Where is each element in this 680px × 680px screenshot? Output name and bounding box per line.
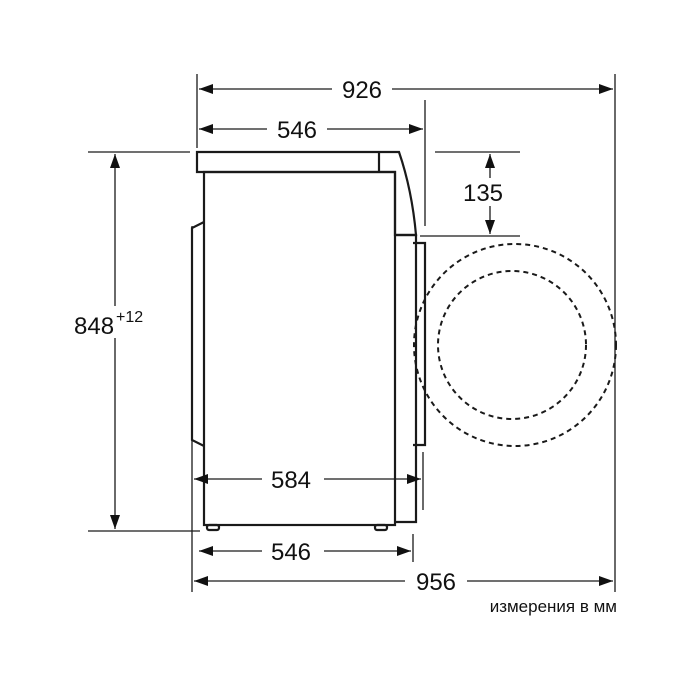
dimension-956: 956 bbox=[194, 566, 613, 596]
door-open-outer bbox=[413, 243, 617, 447]
top-panel bbox=[195, 150, 418, 237]
cabinet-body bbox=[202, 170, 397, 527]
door-open-inner bbox=[437, 270, 587, 420]
label-135: 135 bbox=[463, 180, 503, 207]
side-panel bbox=[395, 233, 418, 524]
units-note: измерения в мм bbox=[490, 597, 617, 616]
label-546-bottom: 546 bbox=[271, 539, 311, 566]
washing-machine-side-view bbox=[190, 150, 617, 532]
label-926: 926 bbox=[342, 77, 382, 104]
label-546-top: 546 bbox=[277, 117, 317, 144]
label-848-tolerance: +12 bbox=[116, 309, 143, 326]
foot-left bbox=[205, 523, 221, 532]
dimension-926: 926 bbox=[199, 74, 613, 104]
dimension-546-top: 546 bbox=[199, 114, 423, 144]
label-584: 584 bbox=[271, 467, 311, 494]
label-848: 848 bbox=[74, 313, 114, 340]
dimension-584: 584 bbox=[194, 464, 421, 494]
door-hinge bbox=[413, 241, 427, 447]
label-956: 956 bbox=[416, 569, 456, 596]
foot-right bbox=[373, 523, 389, 532]
dimension-848: 848 +12 bbox=[70, 154, 160, 529]
rear-hose bbox=[190, 221, 205, 447]
dimension-135: 135 bbox=[458, 154, 508, 234]
dimension-546-bottom: 546 bbox=[199, 536, 411, 566]
